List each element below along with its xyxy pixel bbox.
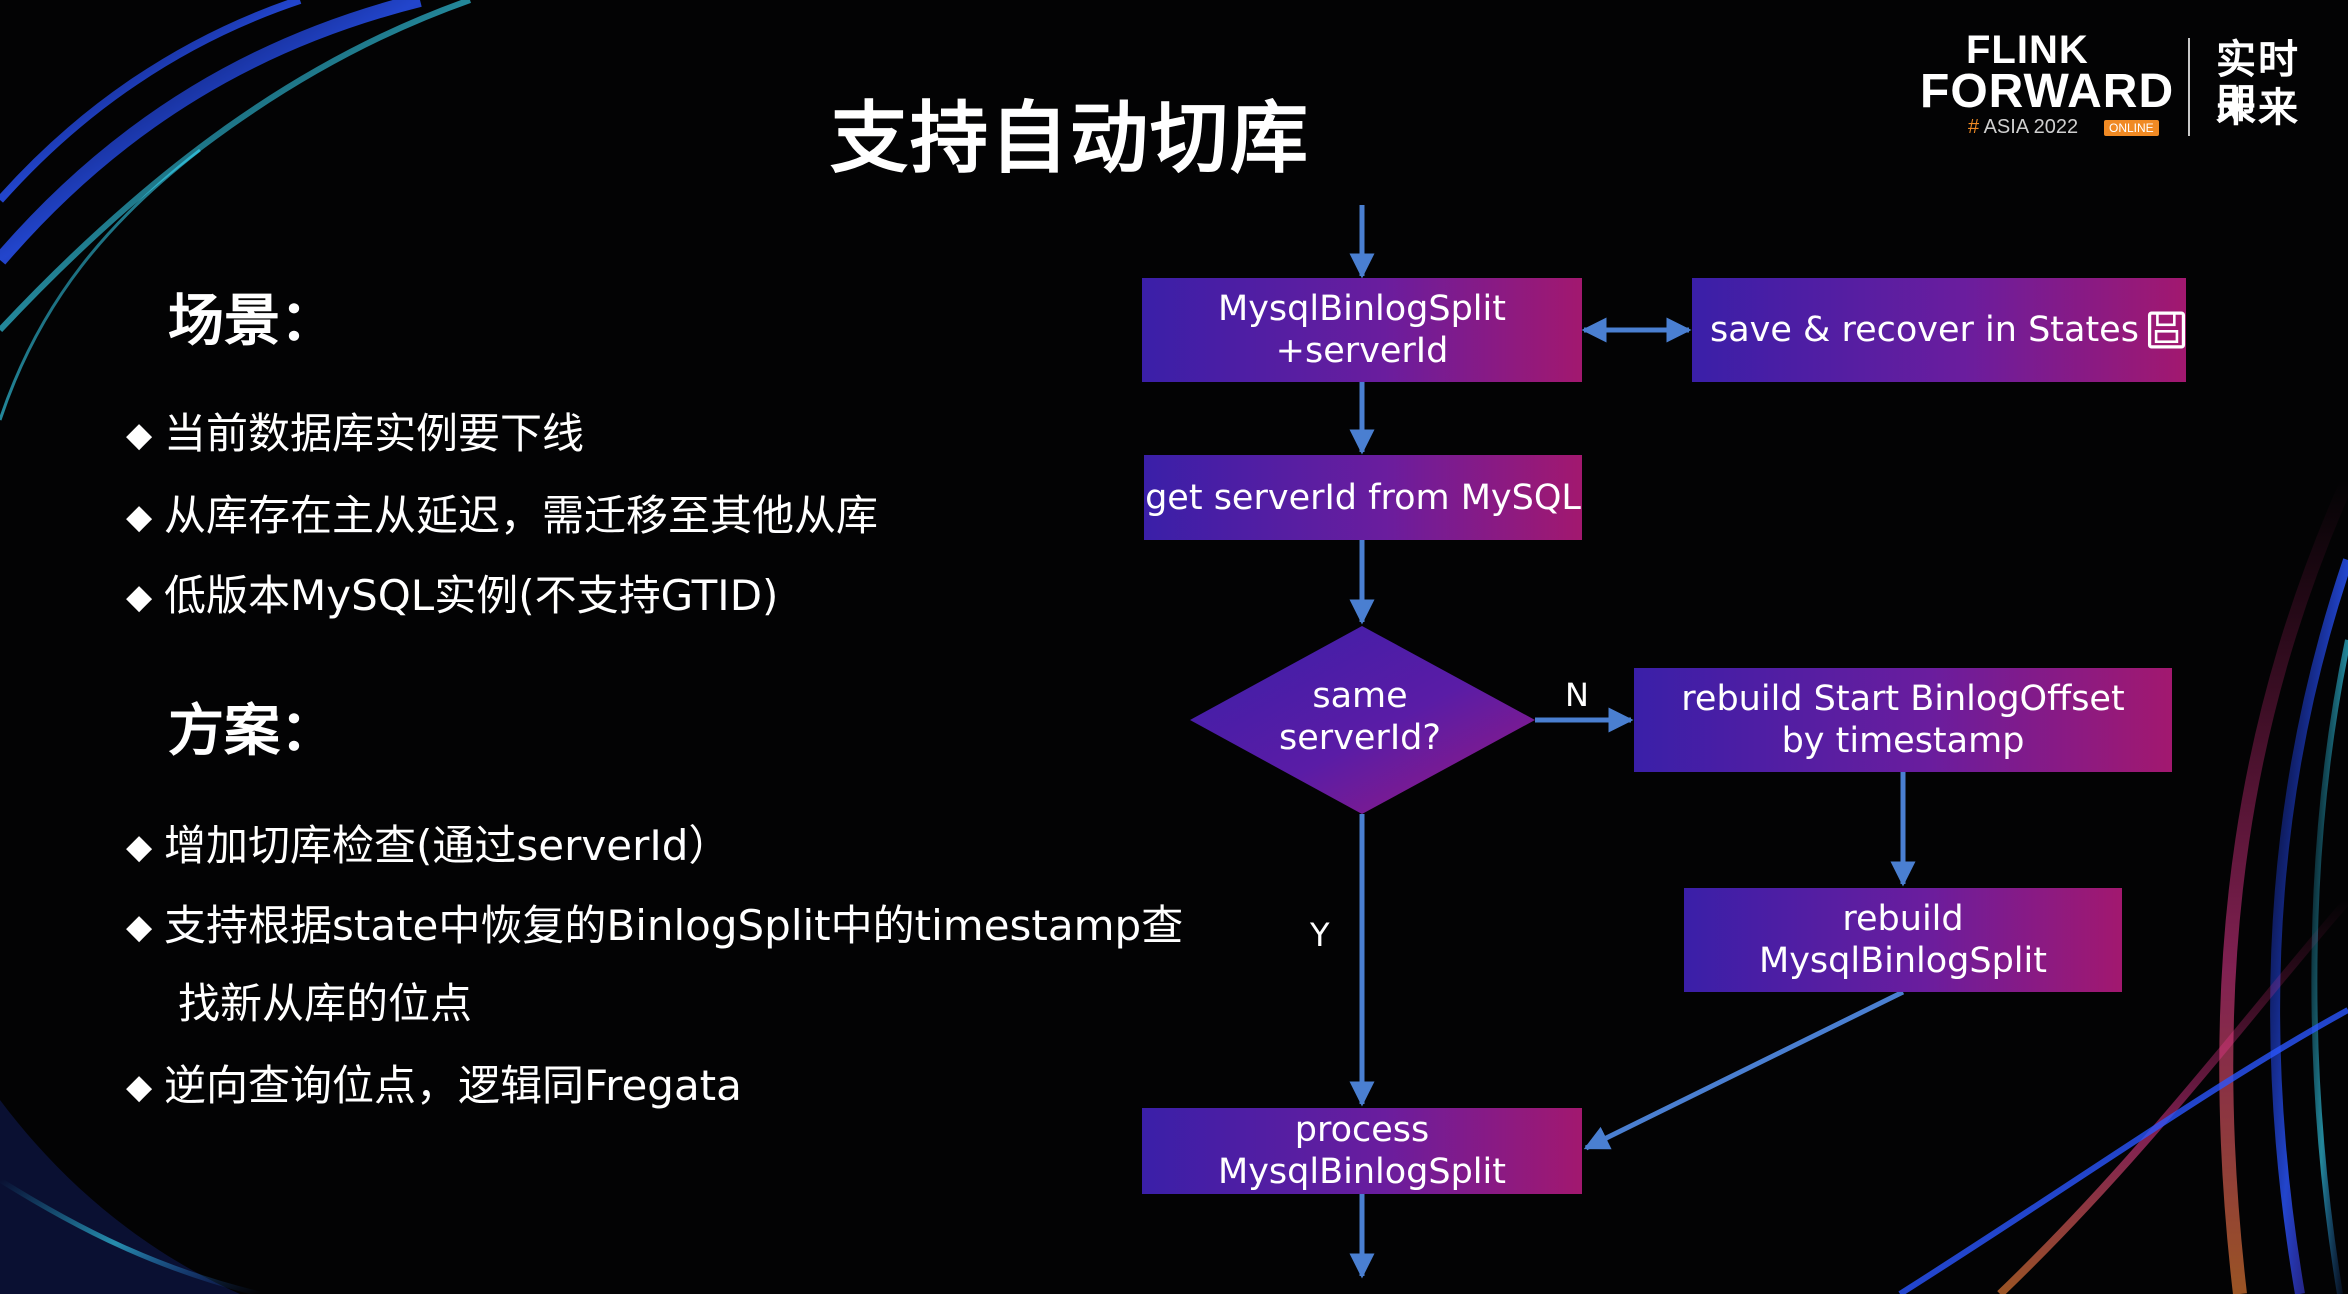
bullet-diamond-icon: ◆ [126, 497, 153, 537]
decision-label: same serverId? [1279, 676, 1441, 758]
save-icon [2147, 311, 2186, 349]
solution-item: ◆ 逆向查询位点，逻辑同Fregata [126, 1058, 742, 1115]
scenario-item: ◆ 低版本MySQL实例(不支持GTID) [126, 568, 778, 625]
logo-line2: FORWARD [1920, 65, 2175, 118]
logo-badge: ONLINE [2104, 120, 2159, 136]
box-rebuild-offset-label: rebuild Start BinlogOffset by timestamp [1681, 679, 2125, 761]
box-rebuild-split-label: rebuild MysqlBinlogSplit [1759, 899, 2047, 981]
box-rebuild-offset: rebuild Start BinlogOffset by timestamp [1634, 668, 2172, 772]
box-mysql-binlog-split: MysqlBinlogSplit +serverId [1142, 278, 1582, 382]
arrow-rebuild-to-process [1583, 989, 1905, 1151]
box-process-split: process MysqlBinlogSplit [1142, 1108, 1582, 1194]
scenario-item-text: 当前数据库实例要下线 [164, 409, 585, 458]
solution-item: ◆ 增加切库检查(通过serverId） [126, 818, 730, 875]
logo-slogan-line2: 未来 [2216, 85, 2300, 131]
bullet-diamond-icon: ◆ [126, 1067, 153, 1107]
box-save-recover-states: save & recover in States [1692, 278, 2186, 382]
scenario-item: ◆ 当前数据库实例要下线 [126, 406, 584, 463]
scenario-item-text: 从库存在主从延迟，需迁移至其他从库 [164, 491, 879, 540]
box-get-server-id: get serverId from MySQL [1144, 455, 1582, 540]
box-rebuild-split: rebuild MysqlBinlogSplit [1684, 888, 2122, 992]
solution-item-text: 支持根据state中恢复的BinlogSplit中的timestamp查 [164, 901, 1184, 950]
box-save-recover-states-label: save & recover in States [1710, 310, 2139, 350]
edge-label-yes: Y [1310, 916, 1330, 954]
scenario-item: ◆ 从库存在主从延迟，需迁移至其他从库 [126, 488, 878, 545]
slide-title: 支持自动切库 [830, 94, 1311, 184]
bullet-diamond-icon: ◆ [126, 577, 153, 617]
scenario-heading: 场景： [168, 289, 336, 354]
bullet-diamond-icon: ◆ [126, 827, 153, 867]
flink-forward-logo: FLINK FORWARD # ASIA 2022 ONLINE 实时即 未来 [1920, 28, 2320, 148]
box-process-split-label: process MysqlBinlogSplit [1218, 1110, 1506, 1192]
logo-slogan-line1: 实时即 [2216, 37, 2300, 127]
logo-edition-text: ASIA 2022 [1983, 116, 2079, 138]
bullet-diamond-icon: ◆ [126, 415, 153, 455]
solution-item-continuation: 找新从库的位点 [178, 979, 473, 1028]
bullet-diamond-icon: ◆ [126, 907, 153, 947]
logo-hash: # [1968, 116, 1980, 138]
box-mysql-binlog-split-label: MysqlBinlogSplit +serverId [1218, 289, 1506, 371]
logo-line1: FLINK [1966, 28, 2089, 72]
logo-divider [2188, 38, 2190, 136]
box-get-server-id-label: get serverId from MySQL [1145, 477, 1581, 518]
solution-heading: 方案： [168, 699, 336, 764]
solution-item: ◆ 支持根据state中恢复的BinlogSplit中的timestamp查 [126, 898, 1183, 955]
solution-item-text: 逆向查询位点，逻辑同Fregata [164, 1061, 742, 1110]
solution-item-text: 增加切库检查(通过serverId） [164, 821, 731, 870]
logo-edition: # ASIA 2022 [1968, 116, 2078, 139]
edge-label-no: N [1565, 676, 1589, 714]
scenario-item-text: 低版本MySQL实例(不支持GTID) [164, 571, 779, 620]
decision-diamond [1190, 626, 1535, 814]
